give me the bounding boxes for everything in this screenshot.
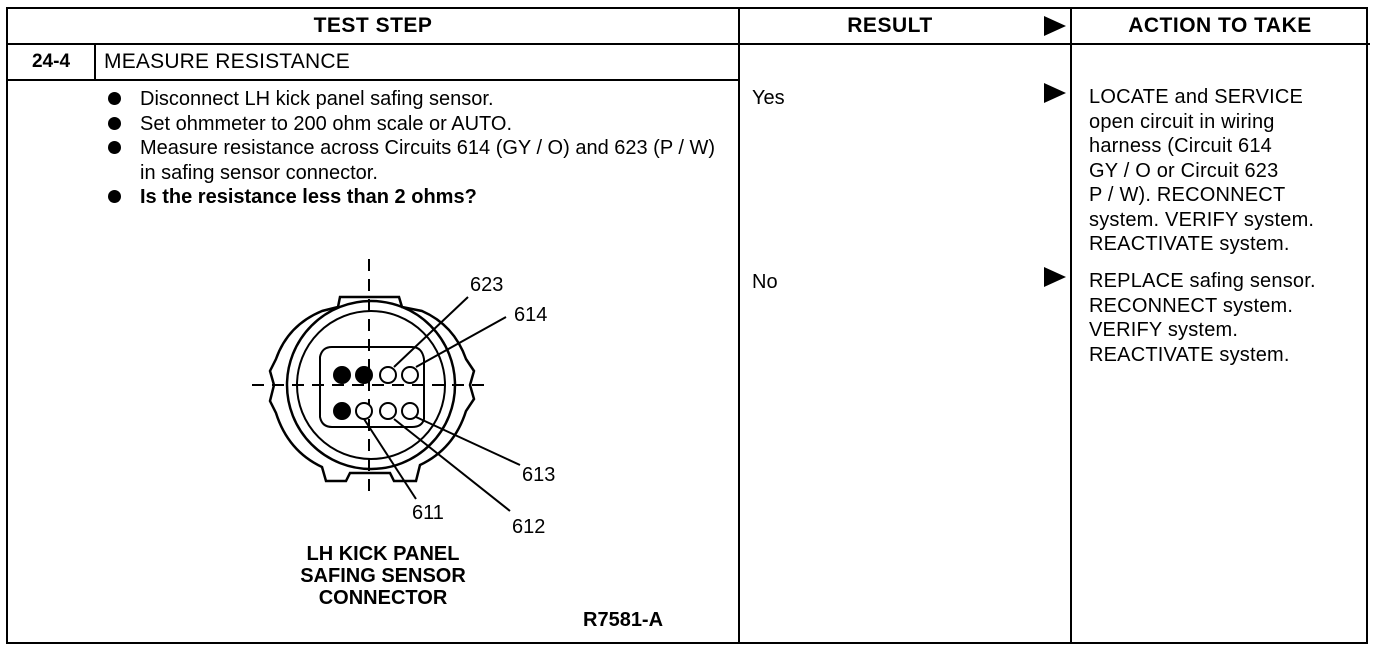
- instruction-question: Is the resistance less than 2 ohms?: [104, 185, 724, 210]
- pin-label-614: 614: [514, 304, 547, 326]
- step-number-divider: [94, 43, 96, 81]
- diagram-caption: LH KICK PANEL SAFING SENSOR CONNECTOR: [300, 543, 466, 609]
- instruction-item: Measure resistance across Circuits 614 (…: [104, 136, 724, 185]
- bullet-icon: [108, 92, 121, 105]
- bullet-icon: [108, 141, 121, 154]
- test-step-table: TEST STEP RESULT ACTION TO TAKE 24-4 MEA…: [6, 7, 1370, 644]
- action-no: REPLACE safing sensor. RECONNECT system.…: [1089, 270, 1316, 366]
- step-number: 24-4: [31, 51, 71, 72]
- leader-line-613: [415, 416, 521, 466]
- pin-613: [401, 402, 419, 420]
- bullet-icon: [108, 190, 121, 203]
- bullet-icon: [108, 116, 121, 130]
- leader-line-611: [363, 418, 417, 500]
- header-test-step: TEST STEP: [313, 14, 433, 37]
- figure-id: R7581-A: [583, 609, 664, 631]
- connector-housing: [268, 295, 476, 483]
- step-title-divider: [8, 79, 739, 81]
- result-no: No: [752, 271, 778, 293]
- pin-614: [401, 366, 419, 384]
- pin-612: [379, 402, 397, 420]
- pin-filled: [333, 366, 351, 384]
- instruction-item: Disconnect LH kick panel safing sensor.: [104, 87, 724, 112]
- leader-line-612: [393, 418, 511, 512]
- pin-611: [355, 402, 373, 420]
- pin-filled: [333, 402, 351, 420]
- connector-outer-ring: [285, 299, 457, 471]
- column-divider-action: [1070, 9, 1072, 642]
- leader-line-614: [415, 316, 507, 368]
- pin-filled: [355, 366, 373, 384]
- header-arrow-icon: [1044, 16, 1066, 36]
- header-divider: [8, 43, 1370, 45]
- column-divider-result: [738, 9, 740, 642]
- pin-label-611: 611: [412, 502, 444, 524]
- result-no-arrow-icon: [1044, 267, 1066, 287]
- instruction-item: Set ohmmeter to 200 ohm scale or AUTO.: [104, 112, 724, 137]
- result-yes: Yes: [752, 87, 785, 109]
- header-result: RESULT: [847, 14, 933, 37]
- action-yes: LOCATE and SERVICE open circuit in wirin…: [1089, 86, 1315, 255]
- connector-diagram: 623 614 613 612 611: [244, 259, 574, 549]
- leader-line-623: [393, 296, 469, 368]
- header-action: ACTION TO TAKE: [1128, 14, 1312, 37]
- connector-inner-ring: [296, 310, 446, 460]
- result-yes-arrow-icon: [1044, 83, 1066, 103]
- pin-label-613: 613: [522, 464, 555, 486]
- pin-623: [379, 366, 397, 384]
- pin-label-623: 623: [470, 274, 503, 296]
- connector-illustration: 623 614 613 612 611: [252, 259, 555, 538]
- pin-block: [319, 346, 425, 428]
- step-instructions: Disconnect LH kick panel safing sensor. …: [104, 87, 724, 210]
- step-title: MEASURE RESISTANCE: [104, 50, 350, 73]
- pin-label-612: 612: [512, 516, 545, 538]
